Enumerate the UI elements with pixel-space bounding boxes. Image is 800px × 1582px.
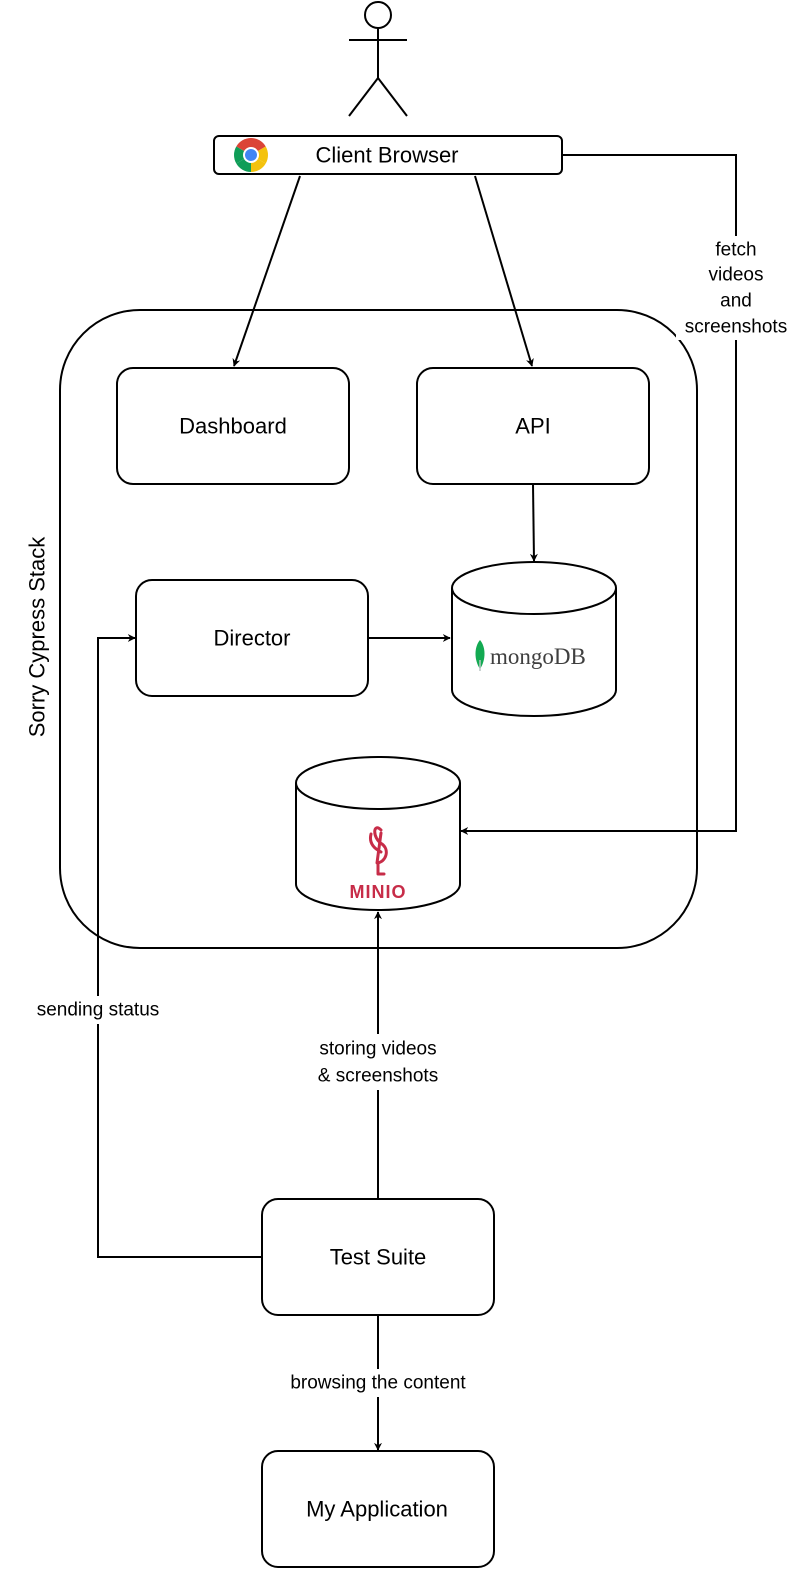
fetch-label-line-4: screenshots [685,317,787,338]
client-browser-node: Client Browser [213,135,563,175]
my-application-node: My Application [261,1450,495,1568]
test-suite-label: Test Suite [330,1245,427,1270]
api-node: API [416,367,650,485]
minio-flamingo-icon [369,826,388,876]
edge-browser-dashboard [232,175,301,367]
mongodb-leaf-icon [475,640,485,671]
sending-status-text: sending status [37,1000,160,1021]
api-label: API [515,414,550,439]
mongodb-logo-text: mongoDB [490,644,586,669]
my-application-label: My Application [306,1497,448,1522]
edge-api-mongodb [529,483,538,562]
mongodb-database: mongoDB [451,561,617,717]
fetch-label-line-1: fetch [715,240,756,261]
edge-browser-minio [460,154,737,835]
chrome-icon [234,138,268,172]
storing-label: storing videos & screenshots [306,1034,450,1090]
browsing-text: browsing the content [290,1373,466,1394]
client-browser-label: Client Browser [315,143,458,168]
dashboard-label: Dashboard [179,414,287,439]
storing-label-line-2: & screenshots [318,1066,438,1087]
sending-status-label: sending status [26,996,170,1024]
person-icon [348,1,408,117]
test-suite-node: Test Suite [261,1198,495,1316]
minio-logo-text: MINIO [350,882,407,902]
edge-browser-api [474,175,534,367]
director-label: Director [213,626,290,651]
director-node: Director [135,579,369,697]
minio-database: MINIO [295,756,461,911]
stack-label: Sorry Cypress Stack [25,536,50,737]
fetch-label-line-2: videos [709,265,764,286]
dashboard-node: Dashboard [116,367,350,485]
storing-label-line-1: storing videos [319,1039,436,1060]
edge-testsuite-director [97,634,262,1258]
fetch-label-line-3: and [720,291,752,312]
fetch-label: fetch videos and screenshots [676,236,796,340]
browsing-label: browsing the content [276,1369,480,1397]
